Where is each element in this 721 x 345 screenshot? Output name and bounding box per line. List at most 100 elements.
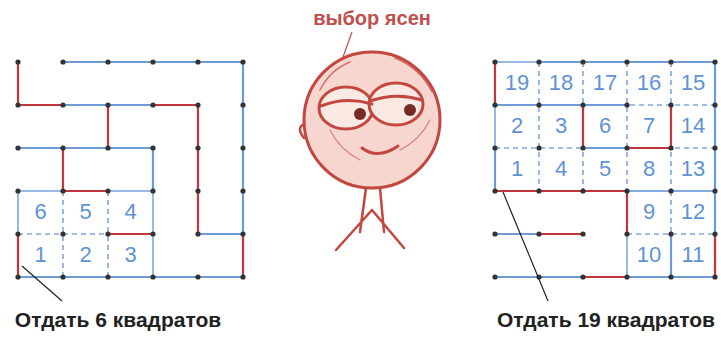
grid-dot	[492, 59, 497, 64]
callout-number: 2	[511, 114, 523, 138]
grid-dot	[15, 188, 20, 193]
grid-dot	[492, 231, 497, 236]
grid-dot	[580, 274, 585, 279]
grid-dot	[668, 102, 673, 107]
grid-dot	[195, 102, 200, 107]
grid-dot	[105, 102, 110, 107]
grid-dot	[536, 145, 541, 150]
grid-dot	[150, 231, 155, 236]
callout-number: 6	[599, 114, 611, 138]
grid-dot	[624, 231, 629, 236]
grid-dot	[60, 102, 65, 107]
grid-dot	[105, 59, 110, 64]
grid-dot	[712, 145, 717, 150]
grid-dot	[624, 145, 629, 150]
callout-number: 3	[555, 114, 567, 138]
grid-dot	[150, 274, 155, 279]
grid-dot	[60, 145, 65, 150]
grid-dot	[536, 231, 541, 236]
grid-dot	[15, 145, 20, 150]
grid-dot	[624, 59, 629, 64]
grid-dot	[240, 188, 245, 193]
grid-dot	[492, 274, 497, 279]
grid-dot	[580, 188, 585, 193]
callout-number: 4	[555, 157, 567, 181]
callout-number: 1	[511, 157, 523, 181]
grid-dot	[536, 59, 541, 64]
grid-dot	[195, 231, 200, 236]
grid-dot	[712, 274, 717, 279]
grid-dot	[60, 231, 65, 236]
callout-number: 2	[79, 243, 91, 267]
callout-number: 5	[79, 200, 91, 224]
callout-number: 4	[124, 200, 136, 224]
grid-dot	[580, 145, 585, 150]
grid-dot	[712, 231, 717, 236]
grid-dot	[195, 188, 200, 193]
maze-lines	[495, 62, 715, 277]
cartoon-face	[300, 52, 440, 250]
grid-dot	[195, 274, 200, 279]
grid-dot	[624, 188, 629, 193]
grid-dot	[105, 231, 110, 236]
callout-number: 6	[34, 200, 46, 224]
grid-dot	[15, 274, 20, 279]
annotation: выбор ясен	[313, 7, 431, 29]
grid-dot	[624, 102, 629, 107]
grid-dot	[195, 59, 200, 64]
leader-lines	[22, 32, 548, 301]
grid-dot	[105, 274, 110, 279]
grid-dot	[668, 274, 673, 279]
callout-number: 5	[599, 157, 611, 181]
grid-dot	[536, 102, 541, 107]
grid-dot	[15, 102, 20, 107]
callout-number: 10	[637, 243, 661, 267]
grid-dot	[60, 274, 65, 279]
grid-dot	[240, 231, 245, 236]
grid-dot	[536, 188, 541, 193]
grid-dot	[240, 59, 245, 64]
grid-dot	[15, 59, 20, 64]
caption: Отдать 6 квадратов	[15, 308, 221, 331]
grid-dot	[580, 231, 585, 236]
grid-dot	[60, 59, 65, 64]
grid-dot	[712, 188, 717, 193]
grid-dot	[195, 145, 200, 150]
callout-number: 12	[681, 200, 705, 224]
grid-dot	[150, 102, 155, 107]
callout-number: 14	[681, 114, 705, 138]
grid-dot	[240, 145, 245, 150]
grid-dot	[240, 274, 245, 279]
grid-dot	[668, 188, 673, 193]
grid-dot	[492, 102, 497, 107]
grid-dot	[712, 102, 717, 107]
grid-dot	[150, 145, 155, 150]
numbered-squares	[495, 62, 715, 277]
callout-number: 19	[505, 71, 529, 95]
grid-dot	[580, 59, 585, 64]
callout-number: 18	[549, 71, 573, 95]
callout-number: 15	[681, 71, 705, 95]
maze-lines	[18, 62, 243, 277]
grid-dot	[150, 188, 155, 193]
callout-number: 17	[593, 71, 617, 95]
grid-dot	[240, 102, 245, 107]
grid-dot	[105, 188, 110, 193]
grid-dot	[105, 145, 110, 150]
grid-dot	[624, 274, 629, 279]
grid-dot	[15, 231, 20, 236]
grid-dot	[668, 59, 673, 64]
grid-dot	[492, 145, 497, 150]
callout-number: 1	[34, 243, 46, 267]
grid-dot	[60, 188, 65, 193]
callout-number: 3	[124, 243, 136, 267]
callout-number: 7	[643, 114, 655, 138]
grid-dot	[150, 59, 155, 64]
grid-dot	[580, 102, 585, 107]
callout-number: 11	[682, 243, 705, 267]
callout-number: 9	[643, 200, 655, 224]
callout-number: 16	[637, 71, 661, 95]
callout-number: 8	[643, 157, 655, 181]
